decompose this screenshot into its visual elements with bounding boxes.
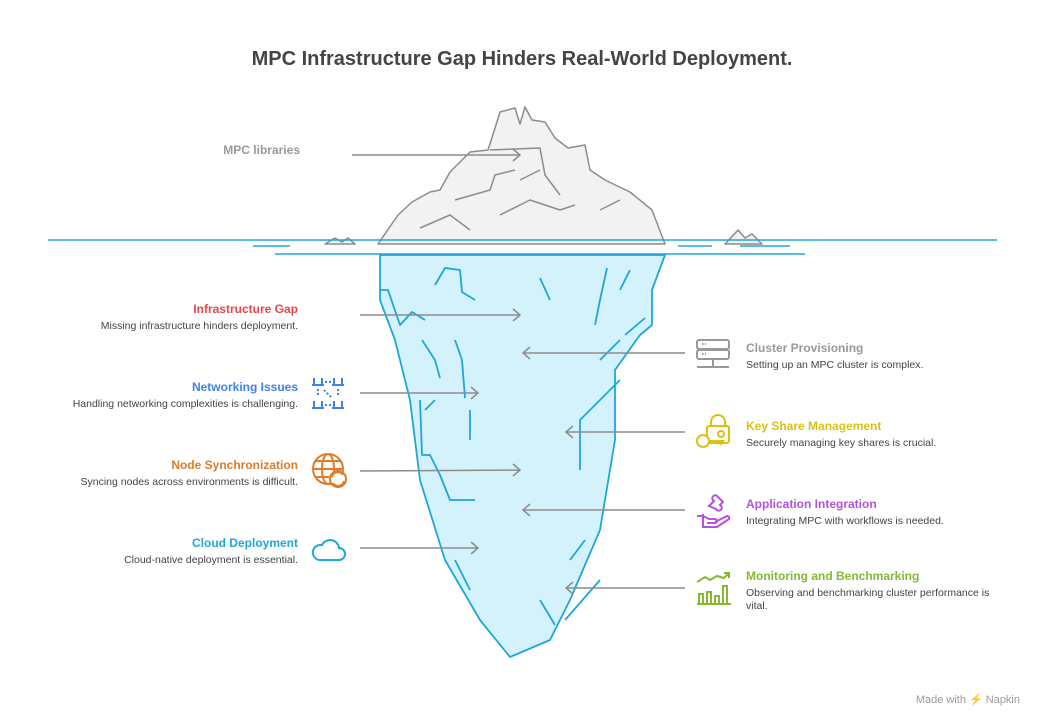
page-title: MPC Infrastructure Gap Hinders Real-Worl… [251,48,793,70]
item-application-integration: Application Integration Integrating MPC … [746,497,944,527]
chart-growth-icon [696,572,731,605]
item-node-synchronization: Node Synchronization Syncing nodes acros… [80,458,299,488]
arrow-networking [360,386,480,400]
label-mpc-libraries: MPC libraries [223,143,300,157]
arrow-monitoring [564,581,685,595]
server-icon [696,339,730,368]
arrow-cloud [360,541,480,555]
item-monitoring-benchmarking: Monitoring and Benchmarking Observing an… [746,569,990,612]
iceberg-underwater [379,254,666,658]
arrow-node-sync [359,463,522,477]
arrow-infrastructure-gap [360,308,522,322]
waterline [48,239,997,255]
cloud-icon [311,539,346,561]
arrow-cluster [521,346,685,360]
item-cloud-deployment: Cloud Deployment Cloud-native deployment… [124,536,298,566]
arrows [352,148,685,595]
item-infrastructure-gap: Infrastructure Gap Missing infrastructur… [100,302,298,332]
item-key-share-management: Key Share Management Securely managing k… [746,419,937,449]
key-lock-icon [696,414,730,448]
globe-sync-icon [312,453,347,488]
network-nodes-icon [312,378,344,409]
item-cluster-provisioning: Cluster Provisioning Setting up an MPC c… [746,341,924,371]
item-networking-issues: Networking Issues Handling networking co… [72,380,298,410]
iceberg-top [324,106,763,245]
arrow-mpc-libraries [352,148,522,162]
napkin-watermark[interactable]: Made with ⚡ Napkin [915,694,1020,706]
arrow-keyshare [564,425,685,439]
arrow-integration [521,503,685,517]
puzzle-hand-icon [697,494,731,528]
